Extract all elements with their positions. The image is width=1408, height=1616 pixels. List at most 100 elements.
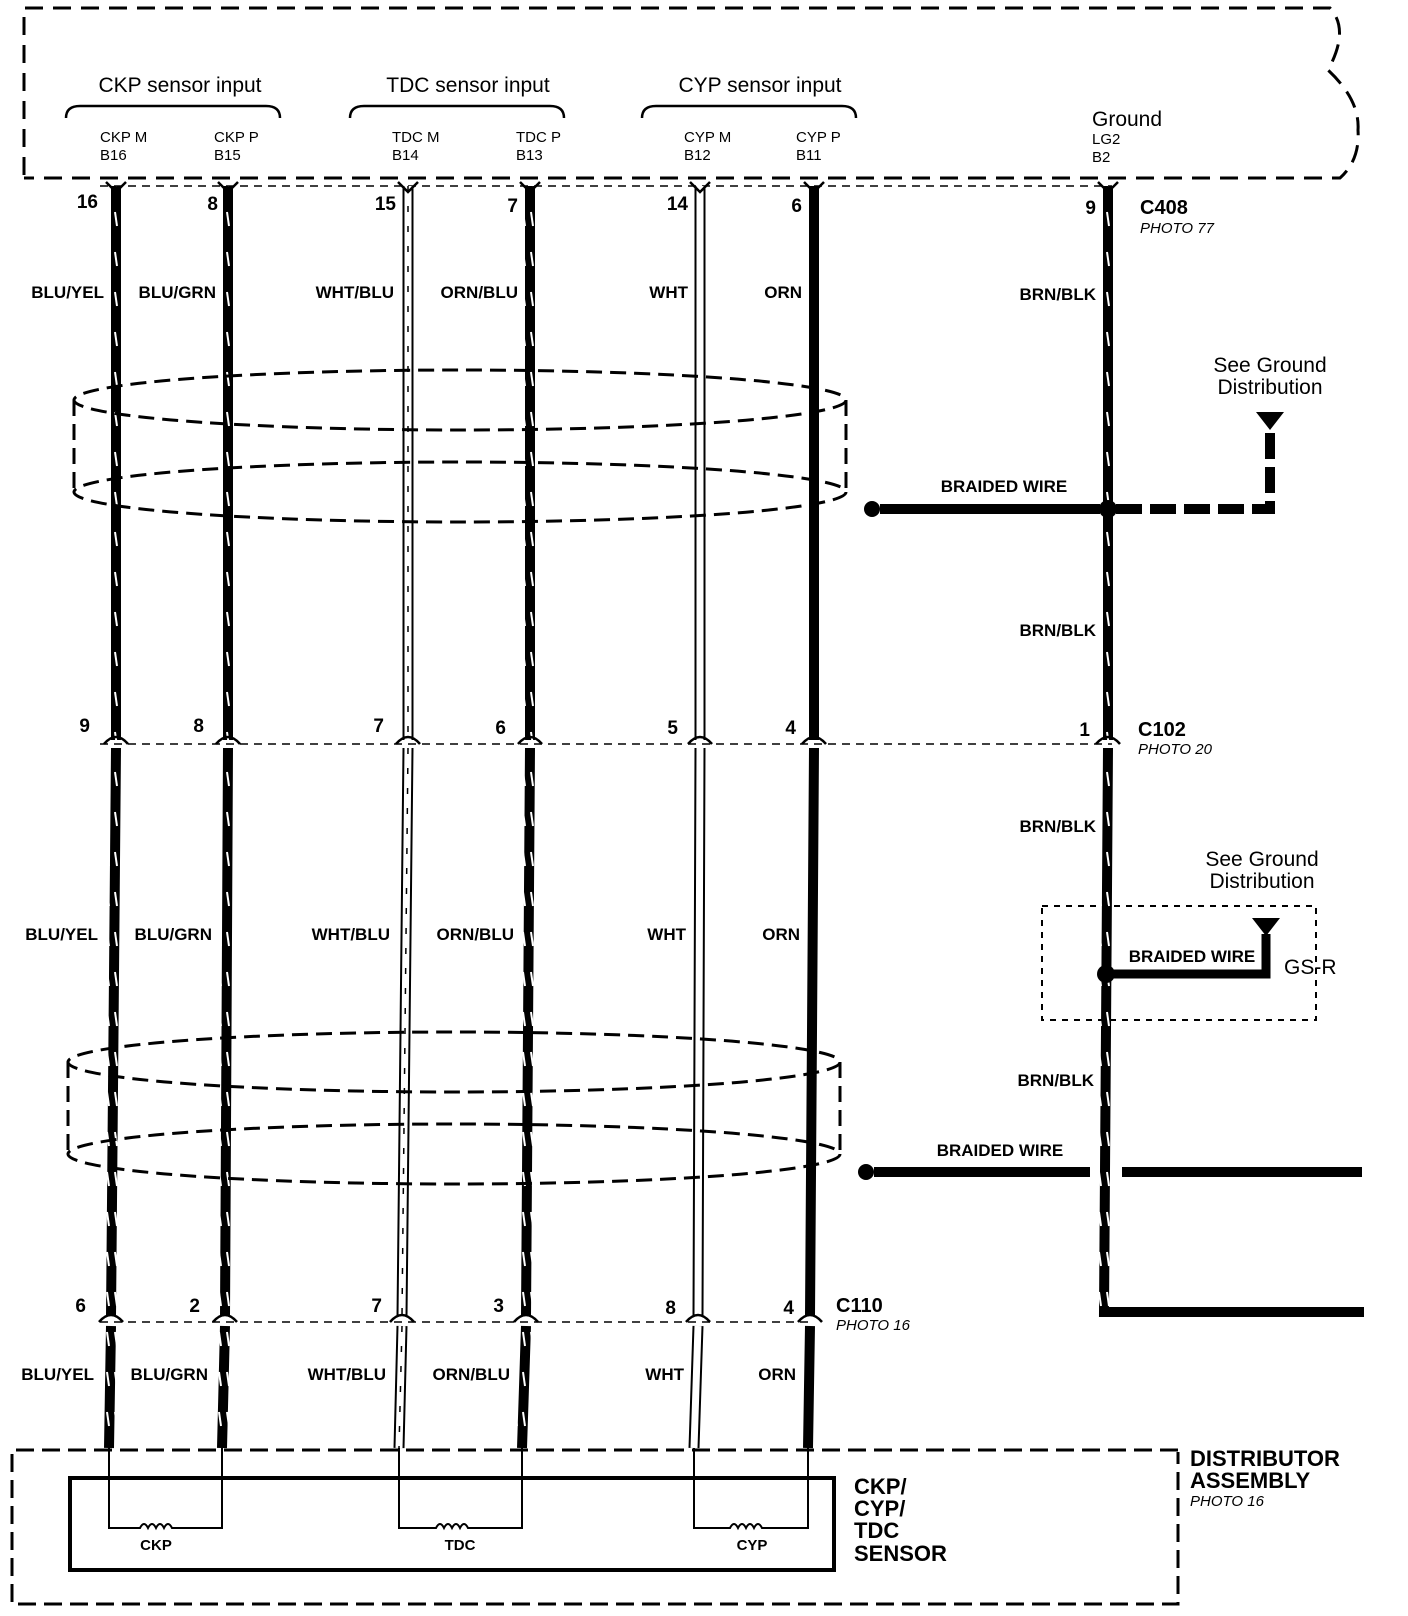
pcm-pin-labels: CKP M B16 CKP P B15 TDC M B14 TDC P B13 … — [100, 108, 1162, 166]
braided-wire-label-gsr: BRAIDED WIRE — [1129, 947, 1256, 966]
wire-labels-middle: BLU/YEL BLU/GRN WHT/BLU ORN/BLU WHT ORN — [25, 925, 800, 944]
c110-pin-6: 6 — [75, 1296, 86, 1317]
sensor-box — [68, 1476, 836, 1572]
ground-lead-upper — [1116, 428, 1275, 514]
ground-lead-gsr — [1114, 934, 1271, 979]
label-brn-blk-3: BRN/BLK — [1020, 817, 1097, 836]
pcm-box — [22, 6, 1360, 180]
label-blu-grn-1: BLU/GRN — [139, 283, 216, 302]
coil-tdc-label: TDC — [445, 1537, 476, 1554]
c110-pin-3: 3 — [493, 1296, 504, 1317]
label-blu-yel-3: BLU/YEL — [21, 1365, 94, 1384]
term-b16: B16 — [100, 147, 127, 164]
term-b12: B12 — [684, 147, 711, 164]
cyp-group-label: CYP sensor input — [678, 74, 841, 97]
c110-name: C110 — [836, 1295, 883, 1317]
c408-pin-8: 8 — [207, 194, 218, 215]
ground-label: Ground — [1092, 108, 1162, 131]
label-orn-blu-3: ORN/BLU — [433, 1365, 510, 1384]
c110-pin-4: 4 — [783, 1298, 794, 1319]
term-b13: B13 — [516, 147, 543, 164]
term-b11: B11 — [796, 147, 822, 164]
pin-markers — [98, 181, 1121, 1323]
ground-symbol-gsr-icon — [1252, 918, 1280, 936]
distributor-line2: ASSEMBLY — [1190, 1468, 1311, 1493]
c102-pin-1: 1 — [1079, 720, 1090, 741]
see-ground-1-line1: See Ground — [1213, 354, 1326, 377]
c102-name: C102 — [1138, 719, 1186, 741]
see-ground-2-line1: See Ground — [1205, 848, 1318, 871]
wire-wht-blu — [393, 186, 414, 1449]
term-b15: B15 — [214, 147, 241, 164]
c110-pins: 6 2 7 3 8 4 — [75, 1296, 794, 1319]
c102-pins: 9 8 7 6 5 4 1 — [79, 716, 1090, 741]
coil-tdc — [398, 1448, 523, 1531]
see-ground-1-line2: Distribution — [1217, 376, 1322, 399]
c110-pin-7: 7 — [371, 1296, 382, 1317]
label-blu-grn-3: BLU/GRN — [131, 1365, 208, 1384]
label-wht-blu-3: WHT/BLU — [308, 1365, 386, 1384]
distributor-box — [10, 1448, 1180, 1606]
c408-name: C408 — [1140, 197, 1188, 219]
pin-tdc-p: TDC P — [516, 129, 561, 146]
c102-pin-7: 7 — [373, 716, 384, 737]
coil-cyp-label: CYP — [737, 1537, 768, 1554]
sensor-label: CKP/ CYP/ TDC SENSOR — [854, 1474, 947, 1566]
label-wht-1: WHT — [649, 283, 688, 302]
label-wht-blu-1: WHT/BLU — [316, 283, 394, 302]
label-blu-yel-2: BLU/YEL — [25, 925, 98, 944]
label-orn-3: ORN — [758, 1365, 796, 1384]
shield-upper-drain-dot — [864, 501, 880, 517]
c102-pin-5: 5 — [667, 718, 678, 739]
shield-lower — [66, 1030, 842, 1186]
shield-upper — [72, 368, 848, 524]
label-orn-2: ORN — [762, 925, 800, 944]
distributor-line1: DISTRIBUTOR — [1190, 1446, 1340, 1471]
term-b14: B14 — [392, 147, 419, 164]
label-wht-blu-2: WHT/BLU — [312, 925, 390, 944]
see-ground-2-line2: Distribution — [1209, 870, 1314, 893]
c408-pin-14: 14 — [667, 194, 689, 215]
ground-terminal: B2 — [1092, 149, 1110, 166]
sensor-label-line2: CYP/ — [854, 1496, 905, 1521]
label-orn-blu-2: ORN/BLU — [437, 925, 514, 944]
c408-pin-7: 7 — [507, 196, 518, 217]
coil-ckp-label: CKP — [140, 1537, 172, 1554]
label-orn-blu-1: ORN/BLU — [441, 283, 518, 302]
c102-pin-4: 4 — [785, 718, 796, 739]
c408-pin-6: 6 — [791, 196, 802, 217]
coil-cyp — [693, 1448, 809, 1531]
wire-labels-top: BLU/YEL BLU/GRN WHT/BLU ORN/BLU WHT ORN … — [31, 283, 1096, 304]
label-wht-2: WHT — [647, 925, 686, 944]
ckp-group-label: CKP sensor input — [98, 74, 261, 97]
wire-orn-blu — [517, 186, 535, 1449]
tdc-group-label: TDC sensor input — [386, 74, 550, 97]
label-blu-grn-2: BLU/GRN — [135, 925, 212, 944]
wire-brn-blk — [1098, 186, 1364, 1317]
label-brn-blk-4: BRN/BLK — [1018, 1071, 1095, 1090]
wire-labels-bottom: BLU/YEL BLU/GRN WHT/BLU ORN/BLU WHT ORN — [21, 1365, 796, 1384]
braided-wire-label-upper: BRAIDED WIRE — [941, 477, 1068, 496]
shield-lower-drain-dot — [858, 1164, 874, 1180]
wire-wht — [688, 186, 706, 1449]
c102-pin-6: 6 — [495, 718, 506, 739]
sensor-label-line4: SENSOR — [854, 1541, 947, 1566]
ground-name: LG2 — [1092, 131, 1120, 148]
pin-cyp-p: CYP P — [796, 129, 841, 146]
c408-pins: 16 8 15 7 14 6 9 — [77, 192, 1096, 219]
label-orn-1: ORN — [764, 283, 802, 302]
braided-wire-label-lower: BRAIDED WIRE — [937, 1141, 1064, 1160]
c408-pin-16: 16 — [77, 192, 98, 213]
coil-ckp — [108, 1448, 223, 1531]
ground-symbol-upper-icon — [1256, 412, 1284, 430]
gsr-label: GS-R — [1284, 956, 1337, 979]
distributor-photo: PHOTO 16 — [1190, 1493, 1265, 1510]
sensor-label-line3: TDC — [854, 1518, 899, 1543]
pin-cyp-m: CYP M — [684, 129, 731, 146]
label-blu-yel-1: BLU/YEL — [31, 283, 104, 302]
pin-ckp-p: CKP P — [214, 129, 259, 146]
pin-ckp-m: CKP M — [100, 129, 147, 146]
c408-pin-15: 15 — [375, 194, 397, 215]
wire-blu-yel — [104, 186, 121, 1449]
